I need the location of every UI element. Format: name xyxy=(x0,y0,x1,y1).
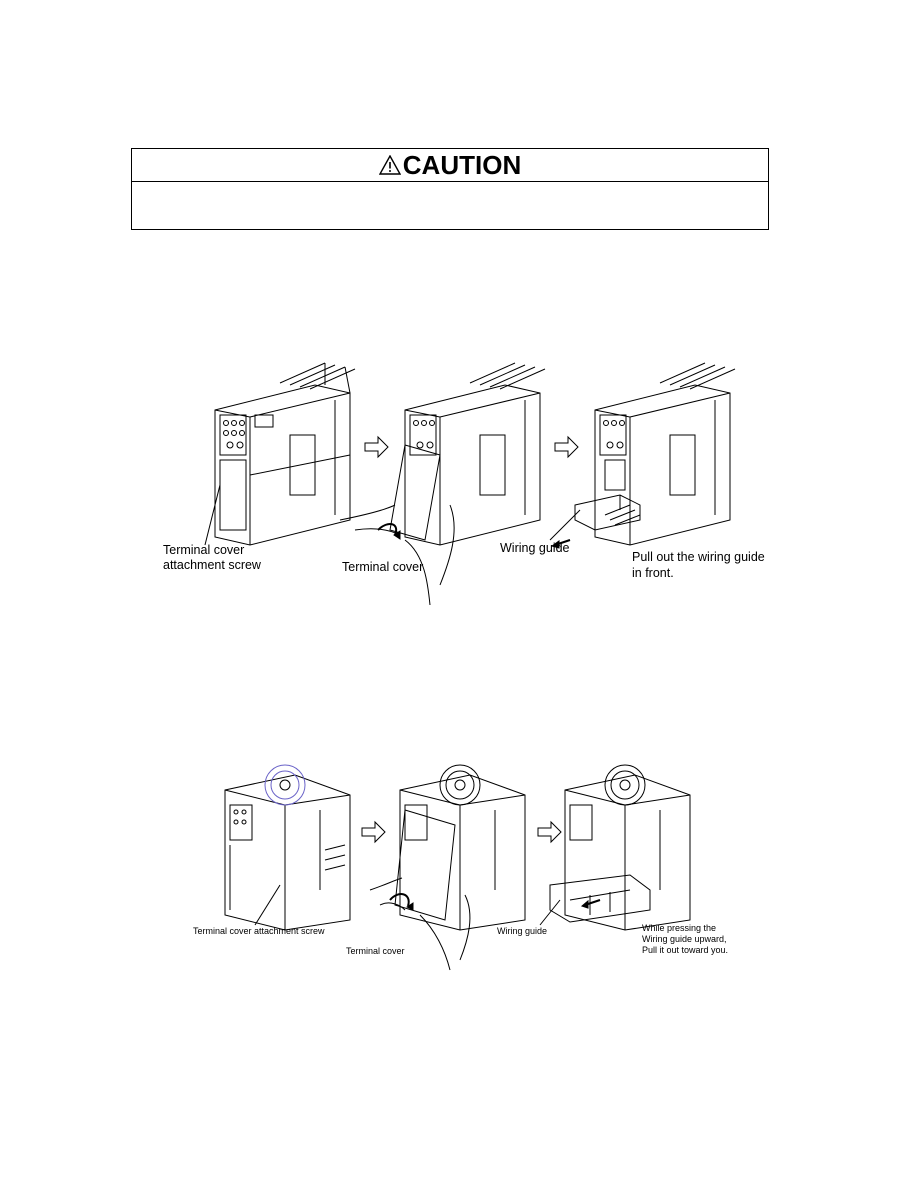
label-fig2-wiring-guide: Wiring guide xyxy=(497,926,548,936)
label-fig2-terminal-cover: Terminal cover xyxy=(346,946,405,956)
label-fig2-note-line1: While pressing the xyxy=(642,923,717,933)
label-fig2-note-line2: Wiring guide upward, xyxy=(642,934,727,944)
inverter-unit-3 xyxy=(549,362,736,549)
label-fig2-screw: Terminal cover attachment screw xyxy=(193,926,325,936)
figure-1-illustration xyxy=(150,345,770,610)
label-fig2-note-line3: Pull it out toward you. xyxy=(642,945,729,955)
inverter-unit-1 xyxy=(214,362,356,546)
inverter-unit-a xyxy=(224,764,351,931)
label-screw-line2: attachment screw xyxy=(163,558,261,572)
label-pull-line1: Pull out the wiring guide xyxy=(632,550,765,564)
caution-header: CAUTION xyxy=(132,149,768,182)
inverter-unit-2 xyxy=(339,362,546,606)
label-pull-line2: in front. xyxy=(632,566,674,580)
warning-triangle-icon xyxy=(378,155,401,175)
inverter-unit-b xyxy=(369,764,526,971)
label-wiring-guide: Wiring guide xyxy=(500,541,570,555)
figure-2-drawing xyxy=(224,764,691,971)
label-screw-line1: Terminal cover xyxy=(163,543,245,557)
figure-1-drawing xyxy=(204,362,736,606)
label-terminal-cover: Terminal cover xyxy=(342,560,424,574)
caution-box: CAUTION xyxy=(131,148,769,230)
figure-2-illustration xyxy=(190,750,710,975)
caution-heading: CAUTION xyxy=(378,149,522,181)
caution-title: CAUTION xyxy=(402,149,522,180)
inverter-unit-c xyxy=(539,764,691,931)
